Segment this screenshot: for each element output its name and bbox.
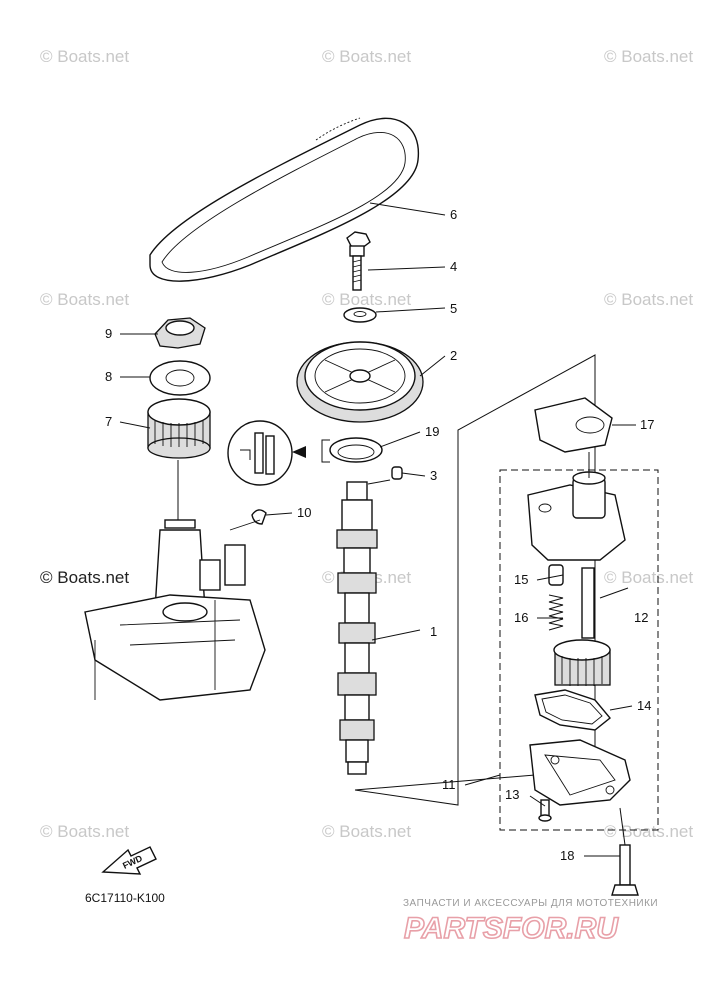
- callout-10: 10: [297, 505, 311, 520]
- part-oil-seal[interactable]: [329, 437, 383, 463]
- callout-15: 15: [514, 572, 528, 587]
- part-plate[interactable]: [149, 360, 211, 396]
- part-pin[interactable]: [599, 587, 629, 599]
- part-washer[interactable]: [343, 307, 377, 323]
- callout-5: 5: [450, 301, 457, 316]
- watermark: © Boats.net: [40, 822, 129, 841]
- part-pump-shaft[interactable]: [581, 567, 595, 639]
- part-bolt[interactable]: [346, 231, 371, 291]
- part-drive-pulley[interactable]: [147, 398, 211, 459]
- watermark: © Boats.net: [604, 47, 693, 66]
- part-spring[interactable]: [548, 594, 564, 631]
- callout-14: 14: [637, 698, 651, 713]
- part-nut[interactable]: [154, 317, 206, 349]
- footer-branding: ЗАПЧАСТИ И АКСЕССУАРЫ ДЛЯ МОТОТЕХНИКИ PA…: [403, 898, 658, 946]
- watermark: © Boats.net: [604, 822, 693, 841]
- part-key[interactable]: [251, 509, 267, 525]
- callout-6: 6: [450, 207, 457, 222]
- part-dowel-pin[interactable]: [391, 466, 403, 480]
- part-code: 6C17110-K100: [85, 891, 165, 905]
- callout-18: 18: [560, 848, 574, 863]
- watermark: © Boats.net: [322, 47, 411, 66]
- watermark: © Boats.net: [322, 822, 411, 841]
- footer-logo: PARTSFOR.RU: [404, 912, 619, 945]
- crankcase-block: [84, 519, 266, 701]
- detail-inset: [227, 420, 330, 486]
- callout-17: 17: [640, 417, 654, 432]
- callout-9: 9: [105, 326, 112, 341]
- part-oil-pump-body[interactable]: [527, 471, 626, 561]
- part-gasket-top[interactable]: [534, 397, 613, 453]
- part-o-ring[interactable]: [534, 689, 611, 731]
- part-screw[interactable]: [538, 799, 552, 822]
- callout-11: 11: [442, 777, 456, 792]
- part-rotor-gear[interactable]: [553, 639, 611, 686]
- fwd-arrow: FWD: [101, 846, 157, 875]
- footer-tagline: ЗАПЧАСТИ И АКСЕССУАРЫ ДЛЯ МОТОТЕХНИКИ: [403, 898, 658, 909]
- callout-2: 2: [450, 348, 457, 363]
- part-timing-belt[interactable]: [149, 117, 420, 282]
- callout-1: 1: [430, 624, 437, 639]
- watermark: © Boats.net: [322, 290, 411, 309]
- callout-16: 16: [514, 610, 528, 625]
- part-camshaft[interactable]: [336, 481, 378, 775]
- watermark: © Boats.net: [604, 568, 693, 587]
- leader-lines: [119, 202, 636, 857]
- callout-8: 8: [105, 369, 112, 384]
- callout-4: 4: [450, 259, 457, 274]
- part-bolt-long[interactable]: [611, 844, 639, 896]
- callout-3: 3: [430, 468, 437, 483]
- callout-12: 12: [634, 610, 648, 625]
- callout-13: 13: [505, 787, 519, 802]
- watermark: © Boats.net: [604, 290, 693, 309]
- part-camshaft-pulley[interactable]: [296, 341, 424, 423]
- callout-19: 19: [425, 424, 439, 439]
- callout-7: 7: [105, 414, 112, 429]
- watermark: © Boats.net: [40, 290, 129, 309]
- part-pump-cover[interactable]: [529, 739, 631, 806]
- watermark: © Boats.net: [40, 47, 129, 66]
- callouts: 1 2 3 4 5 6 7 8 9 10 11 12 13 14 15 16 1…: [105, 207, 654, 863]
- watermark: © Boats.net: [40, 568, 129, 587]
